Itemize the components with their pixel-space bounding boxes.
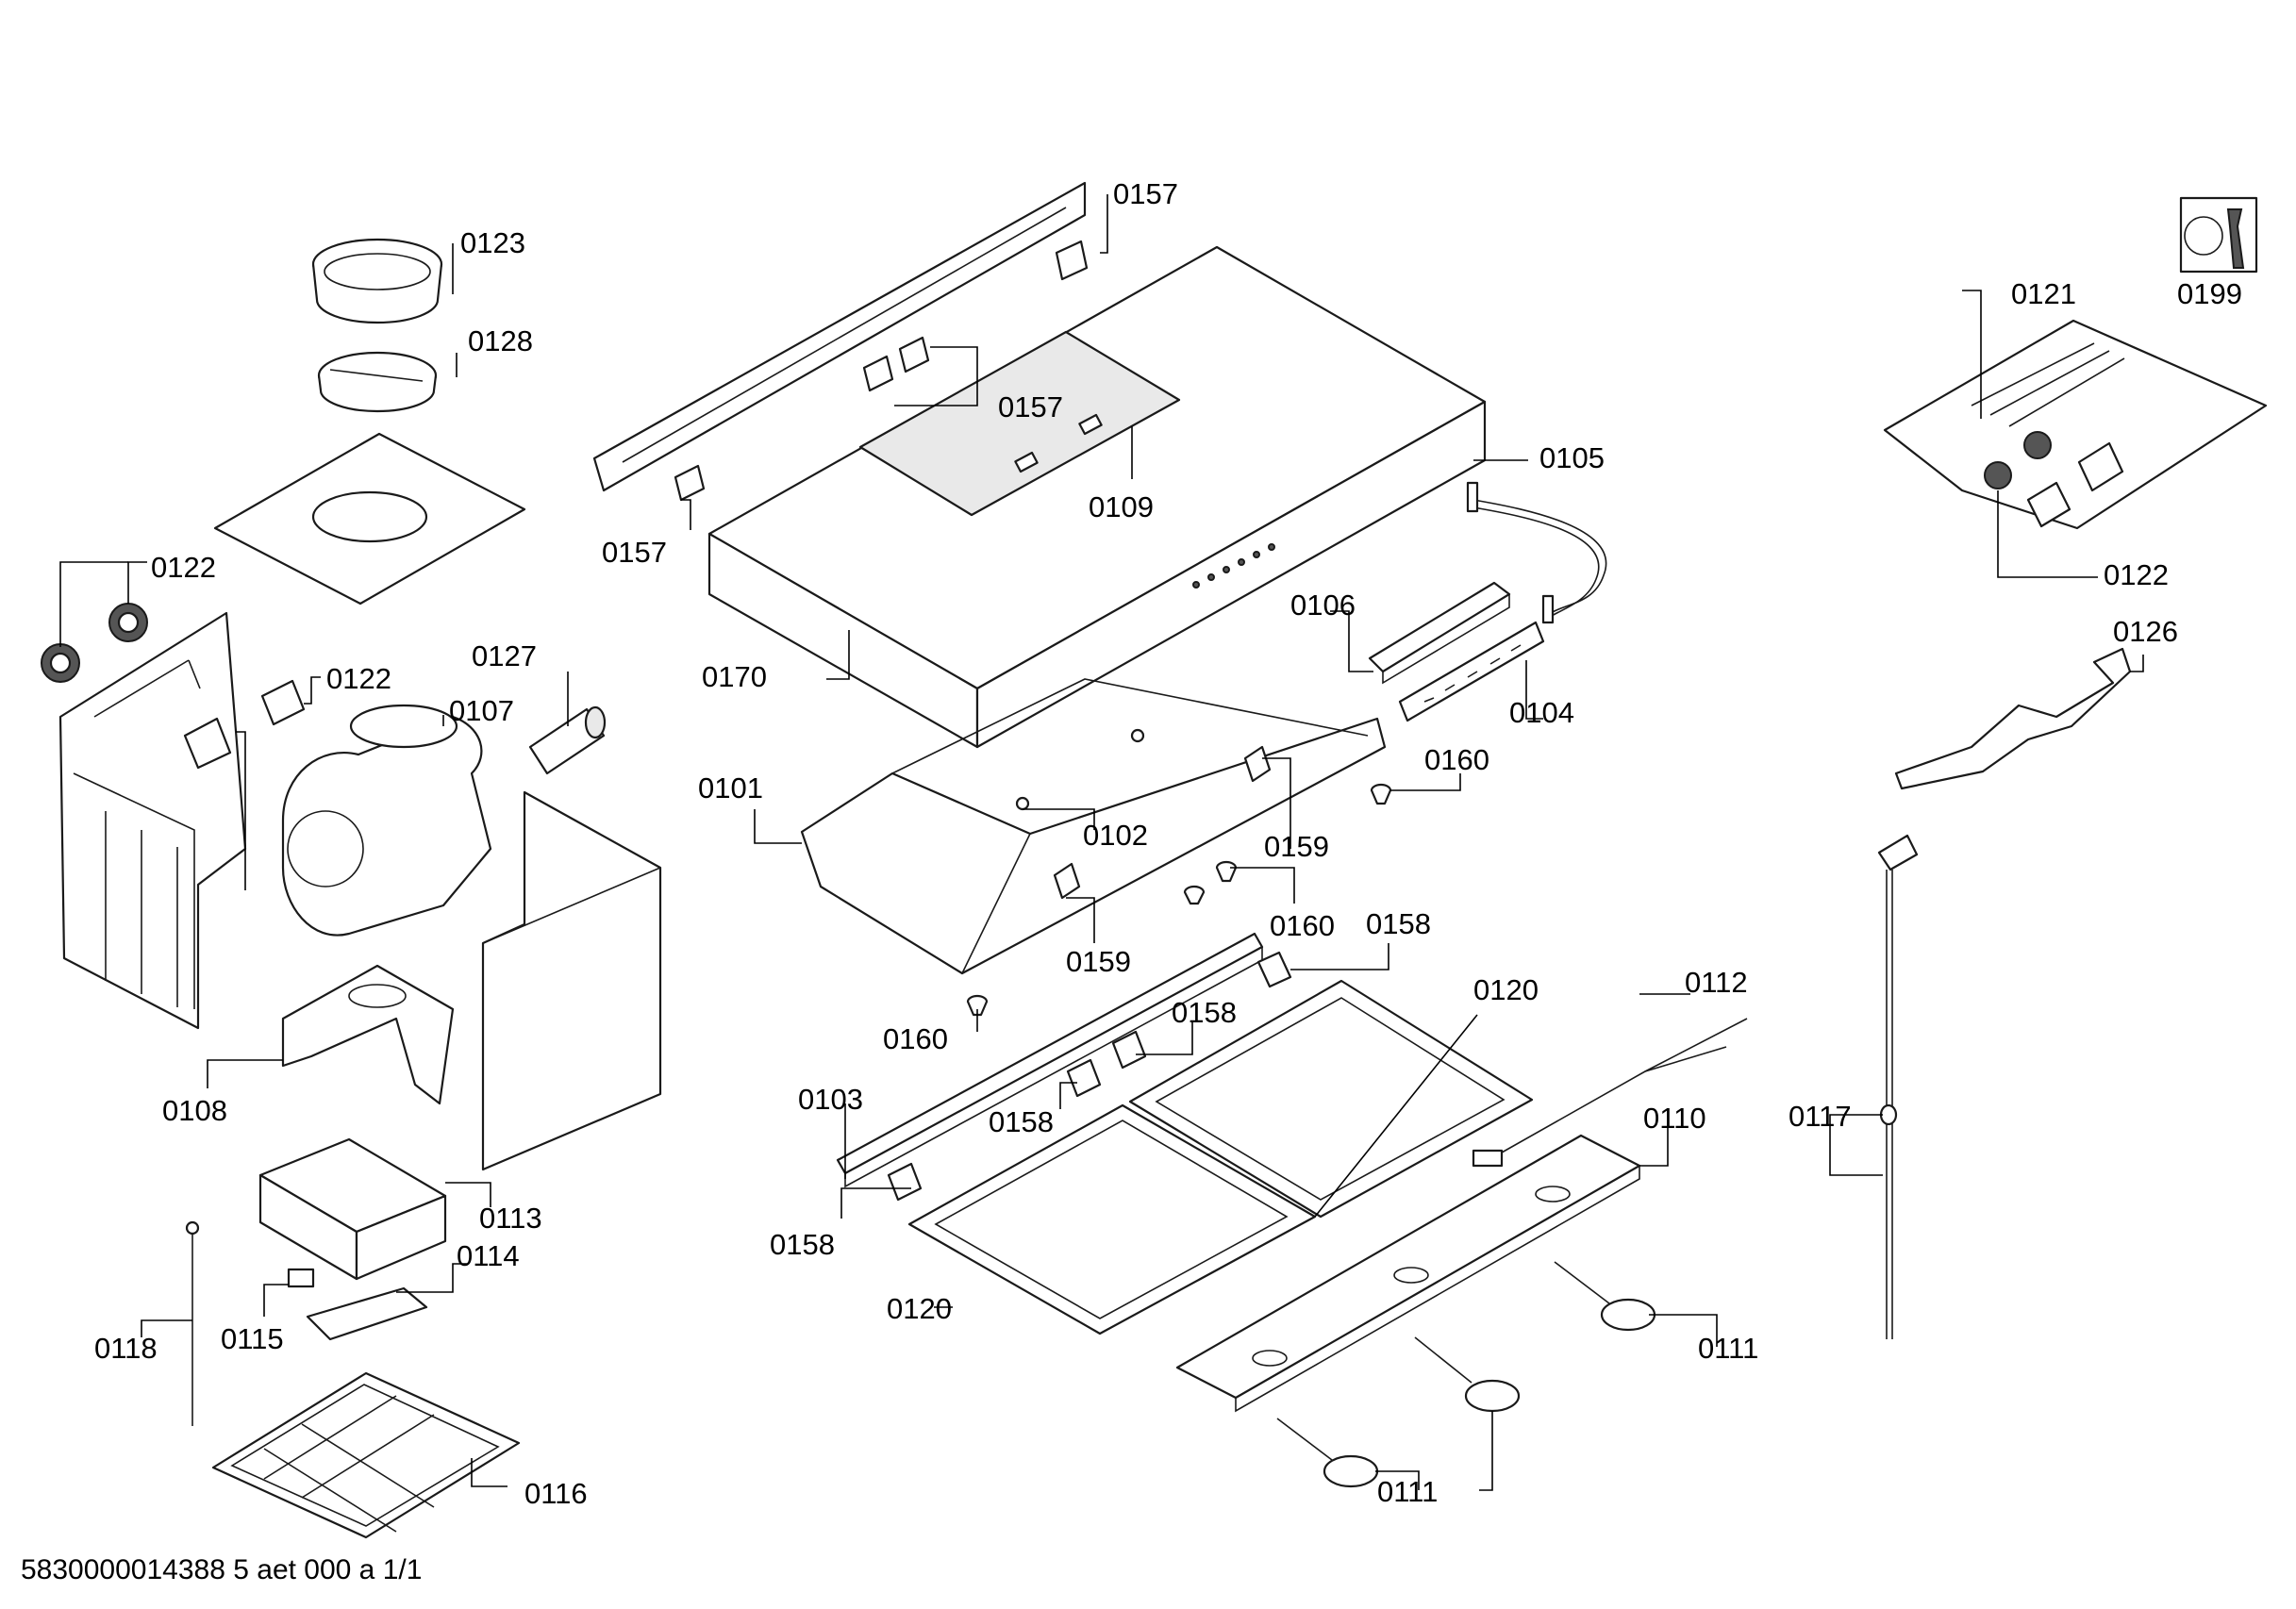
callout-0157: 0157 [1113, 177, 1178, 210]
part-0101-inner-frame [800, 678, 1387, 975]
part-0113-box [258, 1137, 447, 1281]
callout-0104: 0104 [1509, 696, 1574, 729]
part-rear-bracket [592, 181, 1087, 492]
part-0104-switch-panel [1398, 621, 1545, 722]
callout-0117: 0117 [1789, 1100, 1852, 1133]
part-0128-flap-ring [317, 351, 438, 413]
callout-0108: 0108 [162, 1094, 227, 1127]
callout-0159: 0159 [1066, 945, 1131, 978]
part-0118-cable [185, 1220, 200, 1426]
callout-0158: 0158 [989, 1105, 1054, 1138]
leader-lines [59, 194, 2144, 1491]
callout-0170: 0170 [702, 660, 767, 693]
callout-0158: 0158 [1366, 907, 1431, 940]
callout-0110: 0110 [1643, 1102, 1706, 1135]
part-0121-fastener-bag [1883, 319, 2268, 530]
part-top-plate [213, 432, 526, 605]
part-left-housing [58, 611, 247, 1030]
callout-0103: 0103 [798, 1083, 863, 1116]
part-0123-duct-ring [311, 238, 443, 324]
part-0157-clips [674, 240, 1089, 502]
part-0159-hooks [1053, 745, 1272, 900]
callout-0122: 0122 [326, 662, 391, 695]
control-indicators [1192, 543, 1275, 589]
callout-0112: 0112 [1685, 966, 1748, 999]
callout-0118: 0118 [94, 1332, 158, 1365]
callout-0121: 0121 [2011, 277, 2076, 310]
part-0108-motor-bracket [281, 964, 455, 1105]
callout-0158: 0158 [770, 1228, 835, 1261]
part-0117-power-cord [1877, 834, 1919, 1339]
callout-0158: 0158 [1172, 996, 1237, 1029]
callout-0116: 0116 [524, 1477, 588, 1510]
callout-0160: 0160 [1270, 909, 1335, 942]
part-0158-clips [887, 951, 1292, 1202]
wrench-icon [2179, 196, 2258, 274]
callout-0107: 0107 [449, 694, 514, 727]
callout-0111: 0111 [1377, 1475, 1438, 1508]
callout-0122: 0122 [2104, 558, 2169, 591]
callout-0159: 0159 [1264, 830, 1329, 863]
callout-0160: 0160 [883, 1022, 948, 1055]
part-0115-switch [287, 1268, 315, 1288]
part-0111-knobs [1276, 1261, 1656, 1488]
callout-0109: 0109 [1089, 490, 1154, 523]
part-0120-filter-back [1128, 979, 1534, 1219]
callout-0122: 0122 [151, 551, 216, 584]
part-0127-capacitor [528, 705, 607, 775]
callout-0128: 0128 [468, 324, 533, 357]
part-0105-wiring [1466, 481, 1607, 624]
callout-labels: 0157 0157 0157 0123 0128 0122 0122 0127 … [94, 177, 2242, 1510]
callout-0101: 0101 [698, 771, 763, 804]
part-0106-bracket [1368, 581, 1511, 685]
part-0114-board [306, 1286, 428, 1341]
callout-0127: 0127 [472, 639, 537, 672]
callout-0115: 0115 [221, 1322, 284, 1355]
callout-0120: 0120 [887, 1292, 952, 1325]
part-0170-hood-body [707, 245, 1487, 749]
part-side-panel [481, 790, 662, 1171]
callout-0160: 0160 [1424, 743, 1489, 776]
callout-0123: 0123 [460, 226, 525, 259]
part-0116-filter [211, 1371, 521, 1539]
part-0112-wire [1472, 1018, 1748, 1168]
callout-0111: 0111 [1698, 1332, 1758, 1365]
callout-0199: 0199 [2177, 277, 2242, 310]
part-0103-rail [836, 932, 1264, 1188]
document-id: 5830000014388 5 aet 000 a 1/1 [21, 1554, 423, 1585]
part-0107-blower [281, 704, 492, 937]
part-0126-wall-bracket [1894, 647, 2132, 790]
part-0102-screw [1015, 728, 1145, 811]
callout-0106: 0106 [1290, 589, 1356, 622]
part-0122-glands-left [41, 603, 148, 683]
callout-0105: 0105 [1539, 441, 1605, 474]
callout-0126: 0126 [2113, 615, 2178, 648]
callout-0157: 0157 [602, 536, 667, 569]
callout-0113: 0113 [479, 1202, 542, 1235]
part-0160-feet [966, 783, 1392, 1017]
callout-0157: 0157 [998, 390, 1063, 423]
callout-0120: 0120 [1473, 973, 1539, 1006]
callout-0102: 0102 [1083, 819, 1148, 852]
callout-0114: 0114 [457, 1239, 520, 1272]
part-0122-plugs [183, 679, 306, 770]
